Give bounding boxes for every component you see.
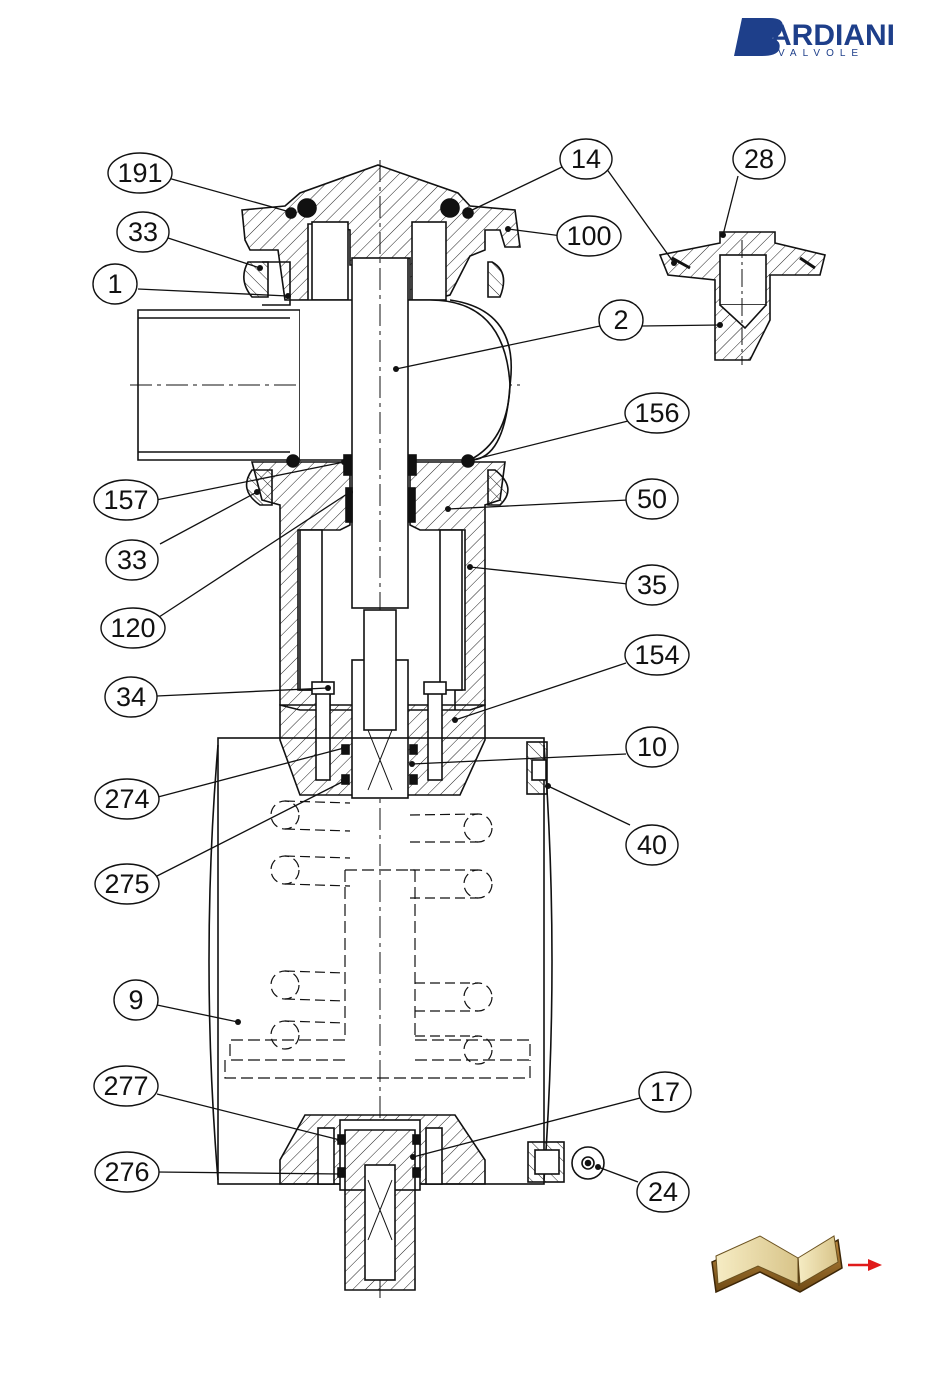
callout-label: 154 [634,640,679,670]
callout-label: 120 [110,613,155,643]
callout-label: 277 [103,1071,148,1101]
callout-1: 1 [93,264,137,304]
callout-10: 10 [626,727,678,767]
valve-assembly [130,160,825,1300]
callout-label: 275 [104,869,149,899]
callout-label: 276 [104,1157,149,1187]
callout-191: 191 [108,153,172,193]
callout-154: 154 [625,635,689,675]
callout-40: 40 [626,825,678,865]
callout-label: 9 [128,985,143,1015]
clamp-right-mid [488,470,508,505]
callout-35: 35 [626,565,678,605]
callout-label: 14 [571,144,601,174]
callout-label: 10 [637,732,667,762]
callout-156: 156 [625,393,689,433]
open-book-icon[interactable] [712,1236,842,1292]
callout-label: 157 [103,485,148,515]
callout-label: 156 [634,398,679,428]
brand-tagline: VALVOLE [778,48,864,59]
callout-label: 191 [117,158,162,188]
callout-276: 276 [95,1152,159,1192]
brand-logo: B ARDIANI VALVOLE [734,18,895,59]
callout-label: 50 [637,484,667,514]
callout-50: 50 [626,479,678,519]
next-page-link[interactable] [712,1236,882,1292]
callout-120: 120 [101,608,165,648]
callout-33a: 33 [117,212,169,252]
callout-24: 24 [637,1172,689,1212]
callout-label: 1 [107,269,122,299]
clamp-right-top [488,262,504,297]
callout-33b: 33 [106,540,158,580]
callout-14: 14 [560,139,612,179]
callout-label: 100 [566,221,611,251]
clamp-left-mid [247,470,272,505]
callout-label: 274 [104,784,149,814]
callout-label: 34 [116,682,146,712]
right-arrow-icon[interactable] [848,1259,882,1271]
callout-label: 24 [648,1177,678,1207]
callout-label: 35 [637,570,667,600]
callout-label: 17 [650,1077,680,1107]
callout-100: 100 [557,216,621,256]
callout-34: 34 [105,677,157,717]
callout-28: 28 [733,139,785,179]
callout-label: 2 [613,305,628,335]
callout-274: 274 [95,779,159,819]
callout-9: 9 [114,980,158,1020]
callout-17: 17 [639,1072,691,1112]
callout-label: 33 [128,217,158,247]
callout-157: 157 [94,480,158,520]
callout-label: 40 [637,830,667,860]
callout-label: 28 [744,144,774,174]
callout-277: 277 [94,1066,158,1106]
callout-275: 275 [95,864,159,904]
callout-label: 33 [117,545,147,575]
callout-2: 2 [599,300,643,340]
